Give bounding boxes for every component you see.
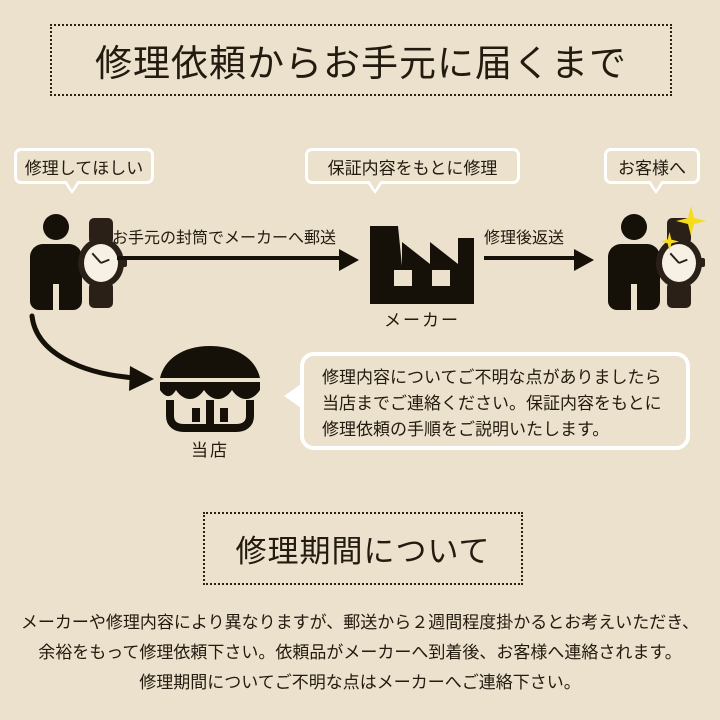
section-title-box: 修理期間について [203, 512, 523, 585]
info-bubble-tail [269, 382, 304, 410]
bottom-note: メーカーや修理内容により異なりますが、郵送から２週間程度掛かるとお考えいただき、… [0, 608, 720, 698]
info-bubble-line: 当店までご連絡ください。保証内容をもとに [322, 394, 662, 413]
person-icon-customer-right [608, 214, 660, 310]
watch-crown [699, 258, 705, 267]
wristwatch-icon-left [78, 218, 127, 308]
arrow-line-ship-to-maker [117, 256, 341, 260]
storefront-icon [158, 346, 262, 432]
tag-tail [63, 180, 81, 194]
arrow-line-return-after-repair [484, 256, 576, 260]
bottom-note-line: メーカーや修理内容により異なりますが、郵送から２週間程度掛かるとお考えいただき、 [20, 613, 700, 632]
tag-maker-repair-label: 保証内容をもとに修理 [327, 158, 498, 178]
bottom-note-line: 余裕をもって修理依頼下さい。依頼品がメーカーへ到着後、お客様へ連絡されます。 [38, 643, 682, 662]
factory-icon [368, 208, 476, 304]
person-legs-gap [631, 284, 637, 310]
arrow-head-return-after-repair [574, 249, 594, 271]
factory-caption: メーカー [384, 311, 460, 330]
shop-caption: 当店 [191, 441, 229, 460]
tag-tail [366, 180, 384, 194]
tag-to-customer: お客様へ [604, 148, 700, 194]
page-title-box: 修理依頼からお手元に届くまで [50, 24, 672, 96]
person-head [621, 214, 647, 240]
watch-crown [121, 258, 127, 267]
person-head [43, 214, 69, 240]
arrow-head-ship-to-maker [339, 249, 359, 271]
curved-arrow-icon-to-shop [26, 312, 166, 392]
tag-customer-request-label: 修理してほしい [24, 158, 144, 178]
person-icon-customer-left [30, 214, 82, 310]
tag-customer-request: 修理してほしい [14, 148, 154, 194]
page-title: 修理依頼からお手元に届くまで [95, 43, 627, 84]
info-bubble-line: 修理依頼の手順をご説明いたします。 [322, 420, 610, 439]
info-bubble: 修理内容についてご不明な点がありましたら 当店までご連絡ください。保証内容をもと… [300, 352, 690, 450]
arrow-label-ship-to-maker: お手元の封筒でメーカーへ郵送 [112, 230, 337, 247]
arrow-label-return-after-repair: 修理後返送 [484, 230, 565, 247]
tag-maker-repair: 保証内容をもとに修理 [305, 148, 520, 194]
tag-to-customer-label: お客様へ [618, 158, 686, 178]
wristwatch-icon-right [656, 218, 705, 308]
info-bubble-line: 修理内容についてご不明な点がありましたら [322, 368, 662, 387]
bottom-note-line: 修理期間についてご不明な点はメーカーへご連絡下さい。 [139, 673, 581, 692]
tag-tail [647, 180, 665, 194]
person-legs-gap [53, 284, 59, 310]
section-title: 修理期間について [235, 534, 491, 569]
